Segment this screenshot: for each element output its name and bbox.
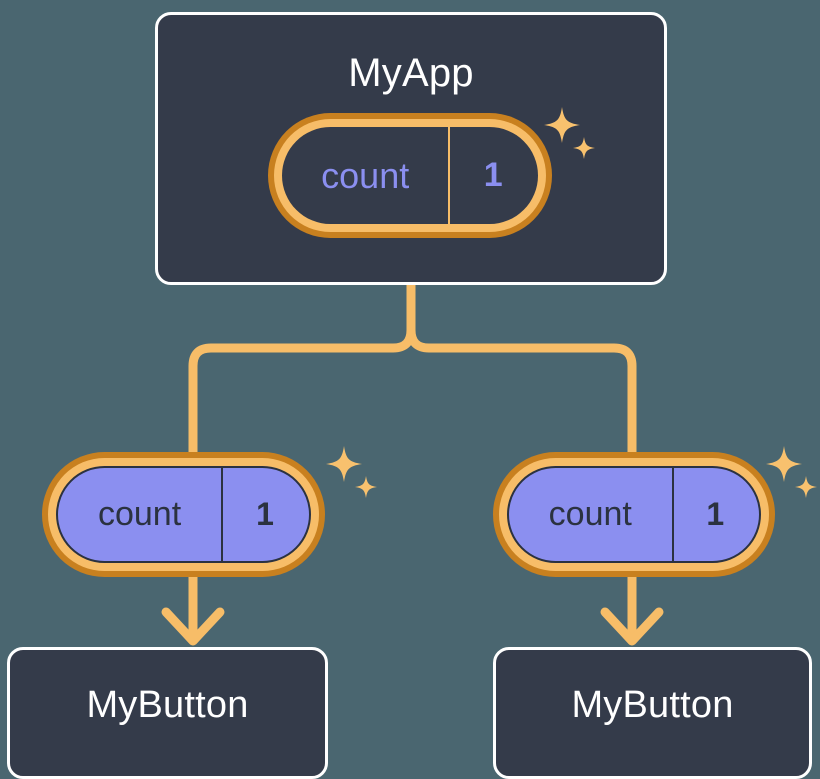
state-key-label: count: [548, 495, 632, 533]
branch-connector-right: [406, 280, 637, 475]
state-key-label: count: [321, 154, 410, 196]
branch-connector-left: [188, 280, 416, 475]
component-label-mybutton-left: MyButton: [86, 684, 249, 726]
state-key-label: count: [97, 495, 182, 533]
component-label-myapp: MyApp: [348, 51, 474, 95]
arrow-down-icon-right: [600, 572, 664, 646]
state-pill-ring: count 1: [274, 119, 546, 232]
component-label-mybutton-right: MyButton: [571, 684, 734, 726]
state-pill-body: count 1: [507, 466, 761, 563]
component-card-mybutton-left[interactable]: MyButton: [7, 647, 328, 779]
state-pill-ring: count 1: [48, 458, 319, 571]
state-pill-divider: [221, 468, 224, 561]
state-value-label: 1: [706, 496, 725, 532]
state-pill-body: count 1: [282, 127, 538, 224]
state-pill-divider: [448, 127, 451, 224]
state-value-label: 1: [483, 156, 503, 194]
state-pill-body: count 1: [56, 466, 311, 563]
state-pill-myapp[interactable]: count 1: [268, 113, 552, 238]
state-pill-divider: [671, 468, 674, 561]
sparkle-icon-left: [326, 446, 377, 498]
component-card-mybutton-right[interactable]: MyButton: [493, 647, 812, 779]
arrow-down-icon-left: [161, 572, 225, 646]
state-pill-left[interactable]: count 1: [42, 452, 325, 577]
state-pill-ring: count 1: [499, 458, 769, 571]
state-value-label: 1: [256, 496, 274, 532]
state-pill-right[interactable]: count 1: [493, 452, 775, 577]
